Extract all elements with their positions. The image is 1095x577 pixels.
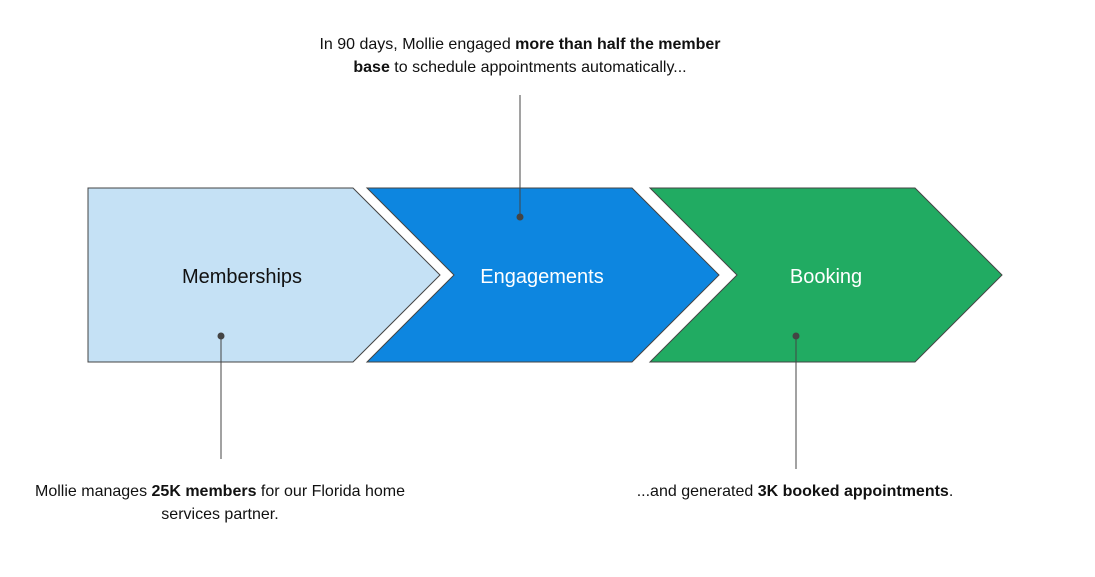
callout-right-text: ...and generated <box>636 483 758 500</box>
connector-left <box>217 332 225 459</box>
step-engagements: Engagements <box>365 187 720 363</box>
connector-right <box>792 332 800 469</box>
engagements-label: Engagements <box>480 266 603 288</box>
callout-left-membership-stat: Mollie manages 25K members for our Flori… <box>30 480 410 526</box>
memberships-arrow-shape <box>87 187 441 363</box>
connector-right-dot <box>792 332 800 340</box>
callout-top-engagement-stat: In 90 days, Mollie engaged more than hal… <box>300 33 740 79</box>
callout-left-text-end: for our Florida home services partner. <box>161 483 405 523</box>
callout-top-text: In 90 days, Mollie engaged <box>319 36 516 53</box>
callout-top-text-end: to schedule appointments automatically..… <box>389 59 687 76</box>
callout-top-highlight: more than half the member base <box>353 36 721 76</box>
callout-left-highlight: 25K members <box>151 483 257 500</box>
connector-top <box>516 95 524 221</box>
callout-right-highlight: 3K booked appointments <box>757 483 949 500</box>
memberships-label: Memberships <box>182 266 302 288</box>
connector-top-dot <box>516 213 524 221</box>
booking-label: Booking <box>790 266 862 288</box>
step-memberships: Memberships <box>87 187 441 363</box>
callout-right-text-end: . <box>948 483 954 500</box>
connector-left-dot <box>217 332 225 340</box>
engagements-arrow-shape <box>365 187 720 363</box>
step-booking: Booking <box>648 187 1003 363</box>
callout-left-text: Mollie manages <box>35 483 152 500</box>
callout-right-booking-stat: ...and generated 3K booked appointments. <box>575 480 1015 503</box>
booking-arrow-shape <box>648 187 1003 363</box>
